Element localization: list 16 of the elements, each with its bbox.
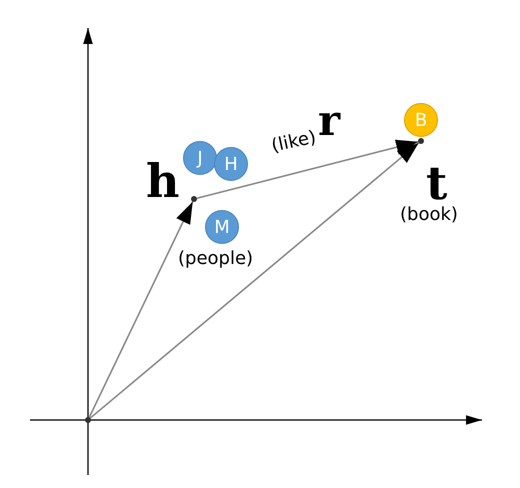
entity-caption: (book) <box>400 206 458 224</box>
relation-caption: (like) <box>270 128 318 156</box>
entity-circle: J <box>183 141 217 175</box>
point-marker <box>85 417 91 423</box>
vector-arrow <box>88 201 194 418</box>
entity-circle: B <box>404 103 438 137</box>
entity-circle: M <box>205 210 239 244</box>
vector-symbol: h <box>146 158 180 204</box>
vector-symbol: r <box>318 100 340 142</box>
point-marker <box>191 196 197 202</box>
point-marker <box>418 138 424 144</box>
entity-caption: (people) <box>178 250 254 268</box>
entity-circle: H <box>214 147 248 181</box>
vector-arrow <box>90 142 420 419</box>
vector-symbol: t <box>426 160 448 206</box>
vector-arrow <box>196 140 418 200</box>
